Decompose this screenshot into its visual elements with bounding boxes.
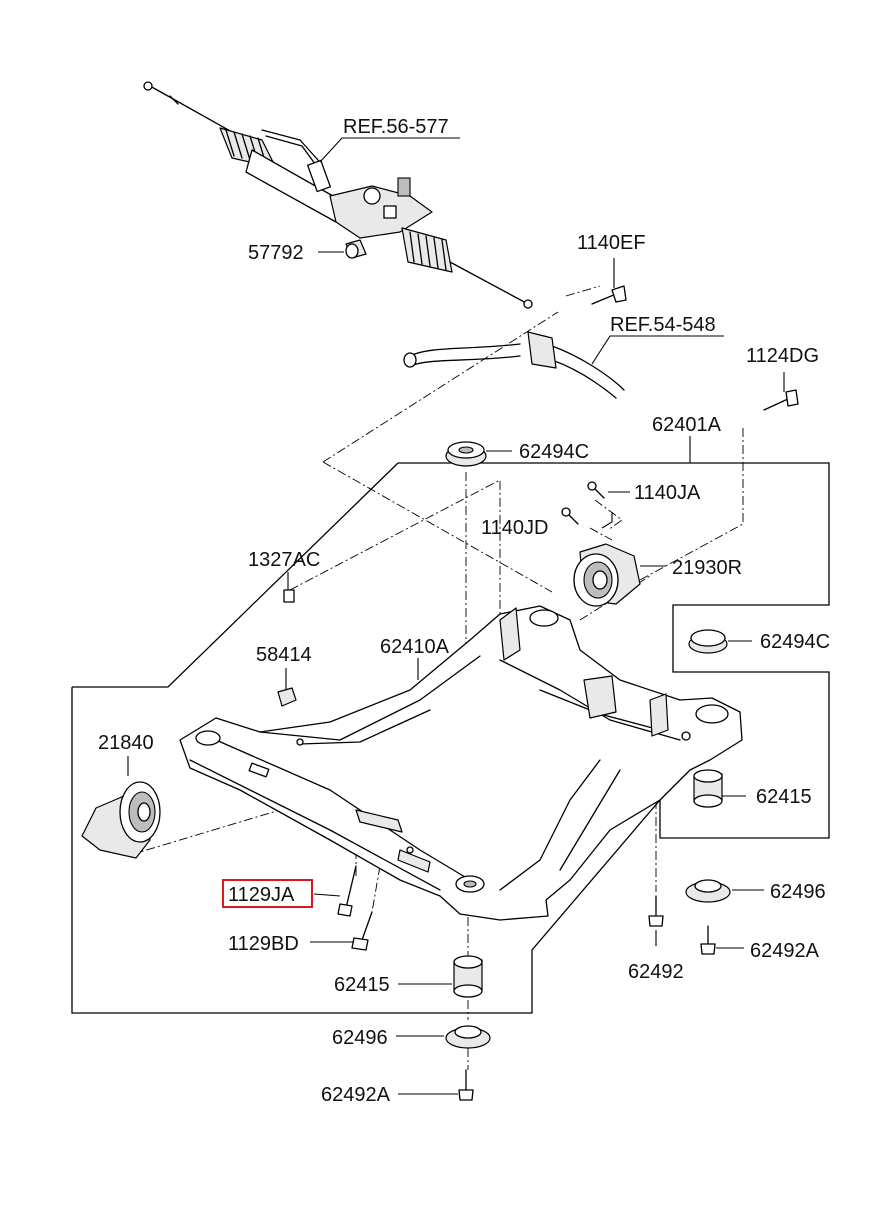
bolt-62492A-right-illustration: [700, 925, 716, 955]
label-62496-right[interactable]: 62496: [770, 881, 826, 903]
mount-21840-illustration: [81, 781, 161, 859]
ref-label-54-548[interactable]: REF.54-548: [610, 314, 716, 336]
label-62415-bottom[interactable]: 62415: [334, 974, 390, 996]
crossmember-62410A-illustration: [179, 605, 743, 921]
cup-62494C-right-illustration: [688, 629, 728, 654]
bolt-62492-illustration: [648, 895, 664, 927]
ref-label-56-577[interactable]: REF.56-577: [343, 116, 449, 138]
label-58414[interactable]: 58414: [256, 644, 312, 666]
part-labels: REF.56-577 57792 1140EF REF.54-548 1124D…: [98, 116, 830, 1106]
label-1140EF[interactable]: 1140EF: [577, 232, 646, 254]
bolt-1140JA-illustration: [587, 481, 605, 499]
bushing-57792-illustration: [345, 239, 367, 259]
label-57792[interactable]: 57792: [248, 242, 304, 264]
bolt-1124DG-illustration: [763, 389, 799, 411]
cup-62494C-top-illustration: [445, 441, 487, 467]
bolt-1140JD-illustration: [561, 507, 579, 525]
highlight-box-1129JA: [222, 879, 313, 908]
steering-gear-illustration: [143, 81, 533, 309]
washer-62496-right-illustration: [685, 879, 731, 903]
assembly-frame: [71, 462, 830, 1014]
label-21840[interactable]: 21840: [98, 732, 154, 754]
label-1129JA[interactable]: 1129JA: [228, 884, 295, 906]
label-1140JD[interactable]: 1140JD: [481, 517, 548, 539]
label-62492[interactable]: 62492: [628, 961, 684, 983]
bolt-1140EF-illustration: [591, 285, 627, 305]
label-62494C-right[interactable]: 62494C: [760, 631, 830, 653]
nut-58414-illustration: [277, 687, 297, 707]
label-62494C-top[interactable]: 62494C: [519, 441, 589, 463]
washer-62496-bottom-illustration: [445, 1025, 491, 1049]
bolt-62492A-bottom-illustration: [458, 1069, 474, 1101]
stabilizer-bar-illustration: [403, 331, 625, 399]
label-1124DG[interactable]: 1124DG: [746, 345, 819, 367]
bolt-1129BD-illustration: [351, 911, 373, 951]
leader-lines: [127, 137, 785, 1095]
bolt-1129JA-illustration: [337, 865, 357, 917]
label-1140JA[interactable]: 1140JA: [634, 482, 701, 504]
label-62496-bottom[interactable]: 62496: [332, 1027, 388, 1049]
label-62492A-right[interactable]: 62492A: [750, 940, 820, 962]
mount-21930R-illustration: [573, 543, 641, 607]
label-62410A[interactable]: 62410A: [380, 636, 450, 658]
label-62492A-bottom[interactable]: 62492A: [321, 1084, 391, 1106]
label-1327AC[interactable]: 1327AC: [248, 549, 320, 571]
screw-1327AC-illustration: [283, 589, 295, 603]
label-62415-right[interactable]: 62415: [756, 786, 812, 808]
bushing-62415-bottom-illustration: [453, 955, 483, 998]
label-62401A[interactable]: 62401A: [652, 414, 722, 436]
bushing-62415-right-illustration: [693, 769, 723, 808]
label-21930R[interactable]: 21930R: [672, 557, 742, 579]
label-1129BD[interactable]: 1129BD: [228, 933, 299, 955]
